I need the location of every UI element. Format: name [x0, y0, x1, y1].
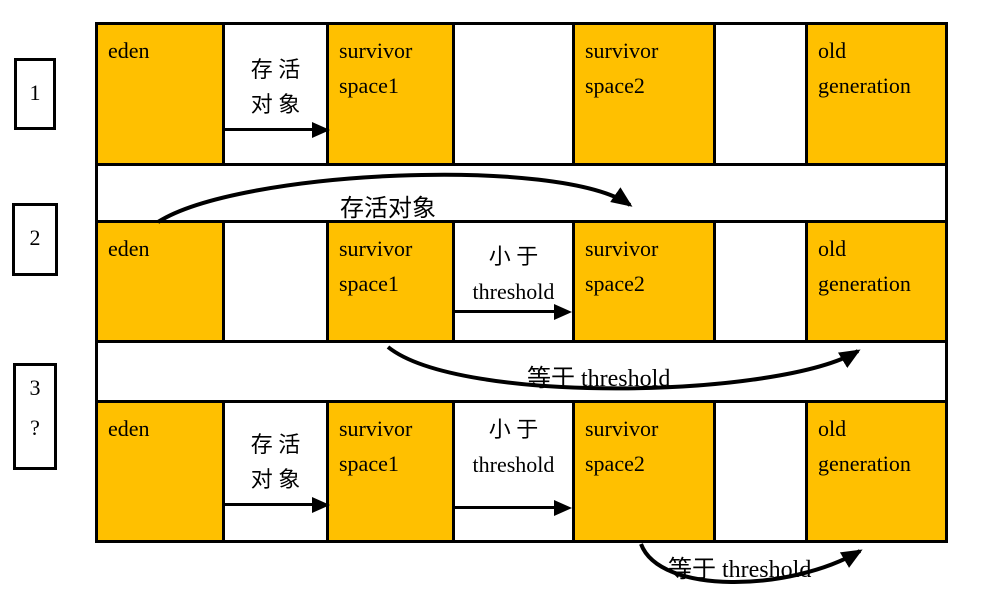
cell-survivor-space1-row1: survivor space1	[326, 22, 455, 166]
cell-gap-row2-b	[713, 220, 808, 343]
step-3-box: 3 ?	[13, 363, 57, 470]
cell-label-line1: 存 活	[250, 432, 301, 457]
step-1-label: 1	[29, 80, 41, 105]
cell-eden-row2: eden	[95, 220, 225, 343]
cell-label-line2: space2	[585, 271, 645, 296]
step-3-question: ?	[30, 415, 40, 440]
arrow-eden-to-survivor1-row3	[222, 497, 330, 513]
arrow-right-icon	[312, 497, 330, 513]
cell-label-line1: 存 活	[250, 57, 301, 82]
arrow-eden-to-survivor1-row1	[222, 122, 330, 138]
cell-less-than-threshold-row2: 小 于 threshold	[452, 220, 575, 343]
arrow-right-icon	[312, 122, 330, 138]
cell-label-line1: old	[818, 236, 847, 261]
step-1-box: 1	[14, 58, 56, 130]
cell-label-line2: generation	[818, 451, 911, 476]
cell-label-line2: threshold	[472, 452, 555, 477]
cell-gap-row3-b	[713, 400, 808, 543]
cell-gap-row1-a	[452, 22, 575, 166]
cell-label-line1: survivor	[585, 38, 659, 63]
cell-surviving-objects-row1: 存 活 对 象	[222, 22, 329, 166]
cell-label-line2: space1	[339, 451, 399, 476]
cell-label-line1: survivor	[339, 236, 413, 261]
cell-label: eden	[108, 416, 150, 441]
cell-label-line1: old	[818, 38, 847, 63]
arrow-shaft	[222, 503, 316, 506]
cell-label-line1: survivor	[585, 416, 659, 441]
cell-label: eden	[108, 236, 150, 261]
cell-label-line1: survivor	[339, 38, 413, 63]
cell-label-line2: 对 象	[250, 92, 301, 117]
cell-label-line1: 小 于	[488, 417, 539, 442]
cell-survivor-space1-row2: survivor space1	[326, 220, 455, 343]
cell-eden-row1: eden	[95, 22, 225, 166]
cell-old-generation-row1: old generation	[805, 22, 948, 166]
cell-gap-row1-b	[713, 22, 808, 166]
arrow-shaft	[222, 128, 316, 131]
step-2-box: 2	[12, 203, 58, 276]
cell-label-line2: generation	[818, 271, 911, 296]
arrow-survivor1-to-survivor2-row2	[452, 304, 572, 320]
flow-label-surviving-objects: 存活对象	[340, 196, 436, 222]
cell-old-generation-row2: old generation	[805, 220, 948, 343]
cell-surviving-objects-row3: 存 活 对 象	[222, 400, 329, 543]
arrow-right-icon	[554, 500, 572, 516]
memory-grid: eden 存 活 对 象 survivor space1 survivor sp…	[95, 22, 948, 543]
cell-label-line1: old	[818, 416, 847, 441]
cell-gap-row2-a	[222, 220, 329, 343]
cell-label-line1: 小 于	[488, 244, 539, 269]
cell-survivor-space2-row2: survivor space2	[572, 220, 716, 343]
step-2-label: 2	[29, 225, 41, 250]
arrow-survivor1-to-survivor2-row3	[452, 500, 572, 516]
cell-label: eden	[108, 38, 150, 63]
step-3-label: 3	[29, 375, 41, 400]
cell-survivor-space2-row3: survivor space2	[572, 400, 716, 543]
cell-label-line2: 对 象	[250, 467, 301, 492]
cell-eden-row3: eden	[95, 400, 225, 543]
cell-old-generation-row3: old generation	[805, 400, 948, 543]
cell-survivor-space2-row1: survivor space2	[572, 22, 716, 166]
cell-label-line2: space1	[339, 271, 399, 296]
cell-label-line1: survivor	[585, 236, 659, 261]
cell-less-than-threshold-row3: 小 于 threshold	[452, 400, 575, 543]
arrow-shaft	[452, 310, 558, 313]
arrow-shaft	[452, 506, 558, 509]
cell-label-line2: space2	[585, 451, 645, 476]
cell-label-line2: threshold	[472, 279, 555, 304]
cell-label-line2: space2	[585, 73, 645, 98]
arrow-right-icon	[554, 304, 572, 320]
flow-label-equals-threshold-bottom: 等于 threshold	[668, 557, 812, 583]
cell-label-line2: generation	[818, 73, 911, 98]
cell-label-line2: space1	[339, 73, 399, 98]
cell-survivor-space1-row3: survivor space1	[326, 400, 455, 543]
flow-label-equals-threshold-mid: 等于 threshold	[527, 366, 671, 392]
cell-label-line1: survivor	[339, 416, 413, 441]
